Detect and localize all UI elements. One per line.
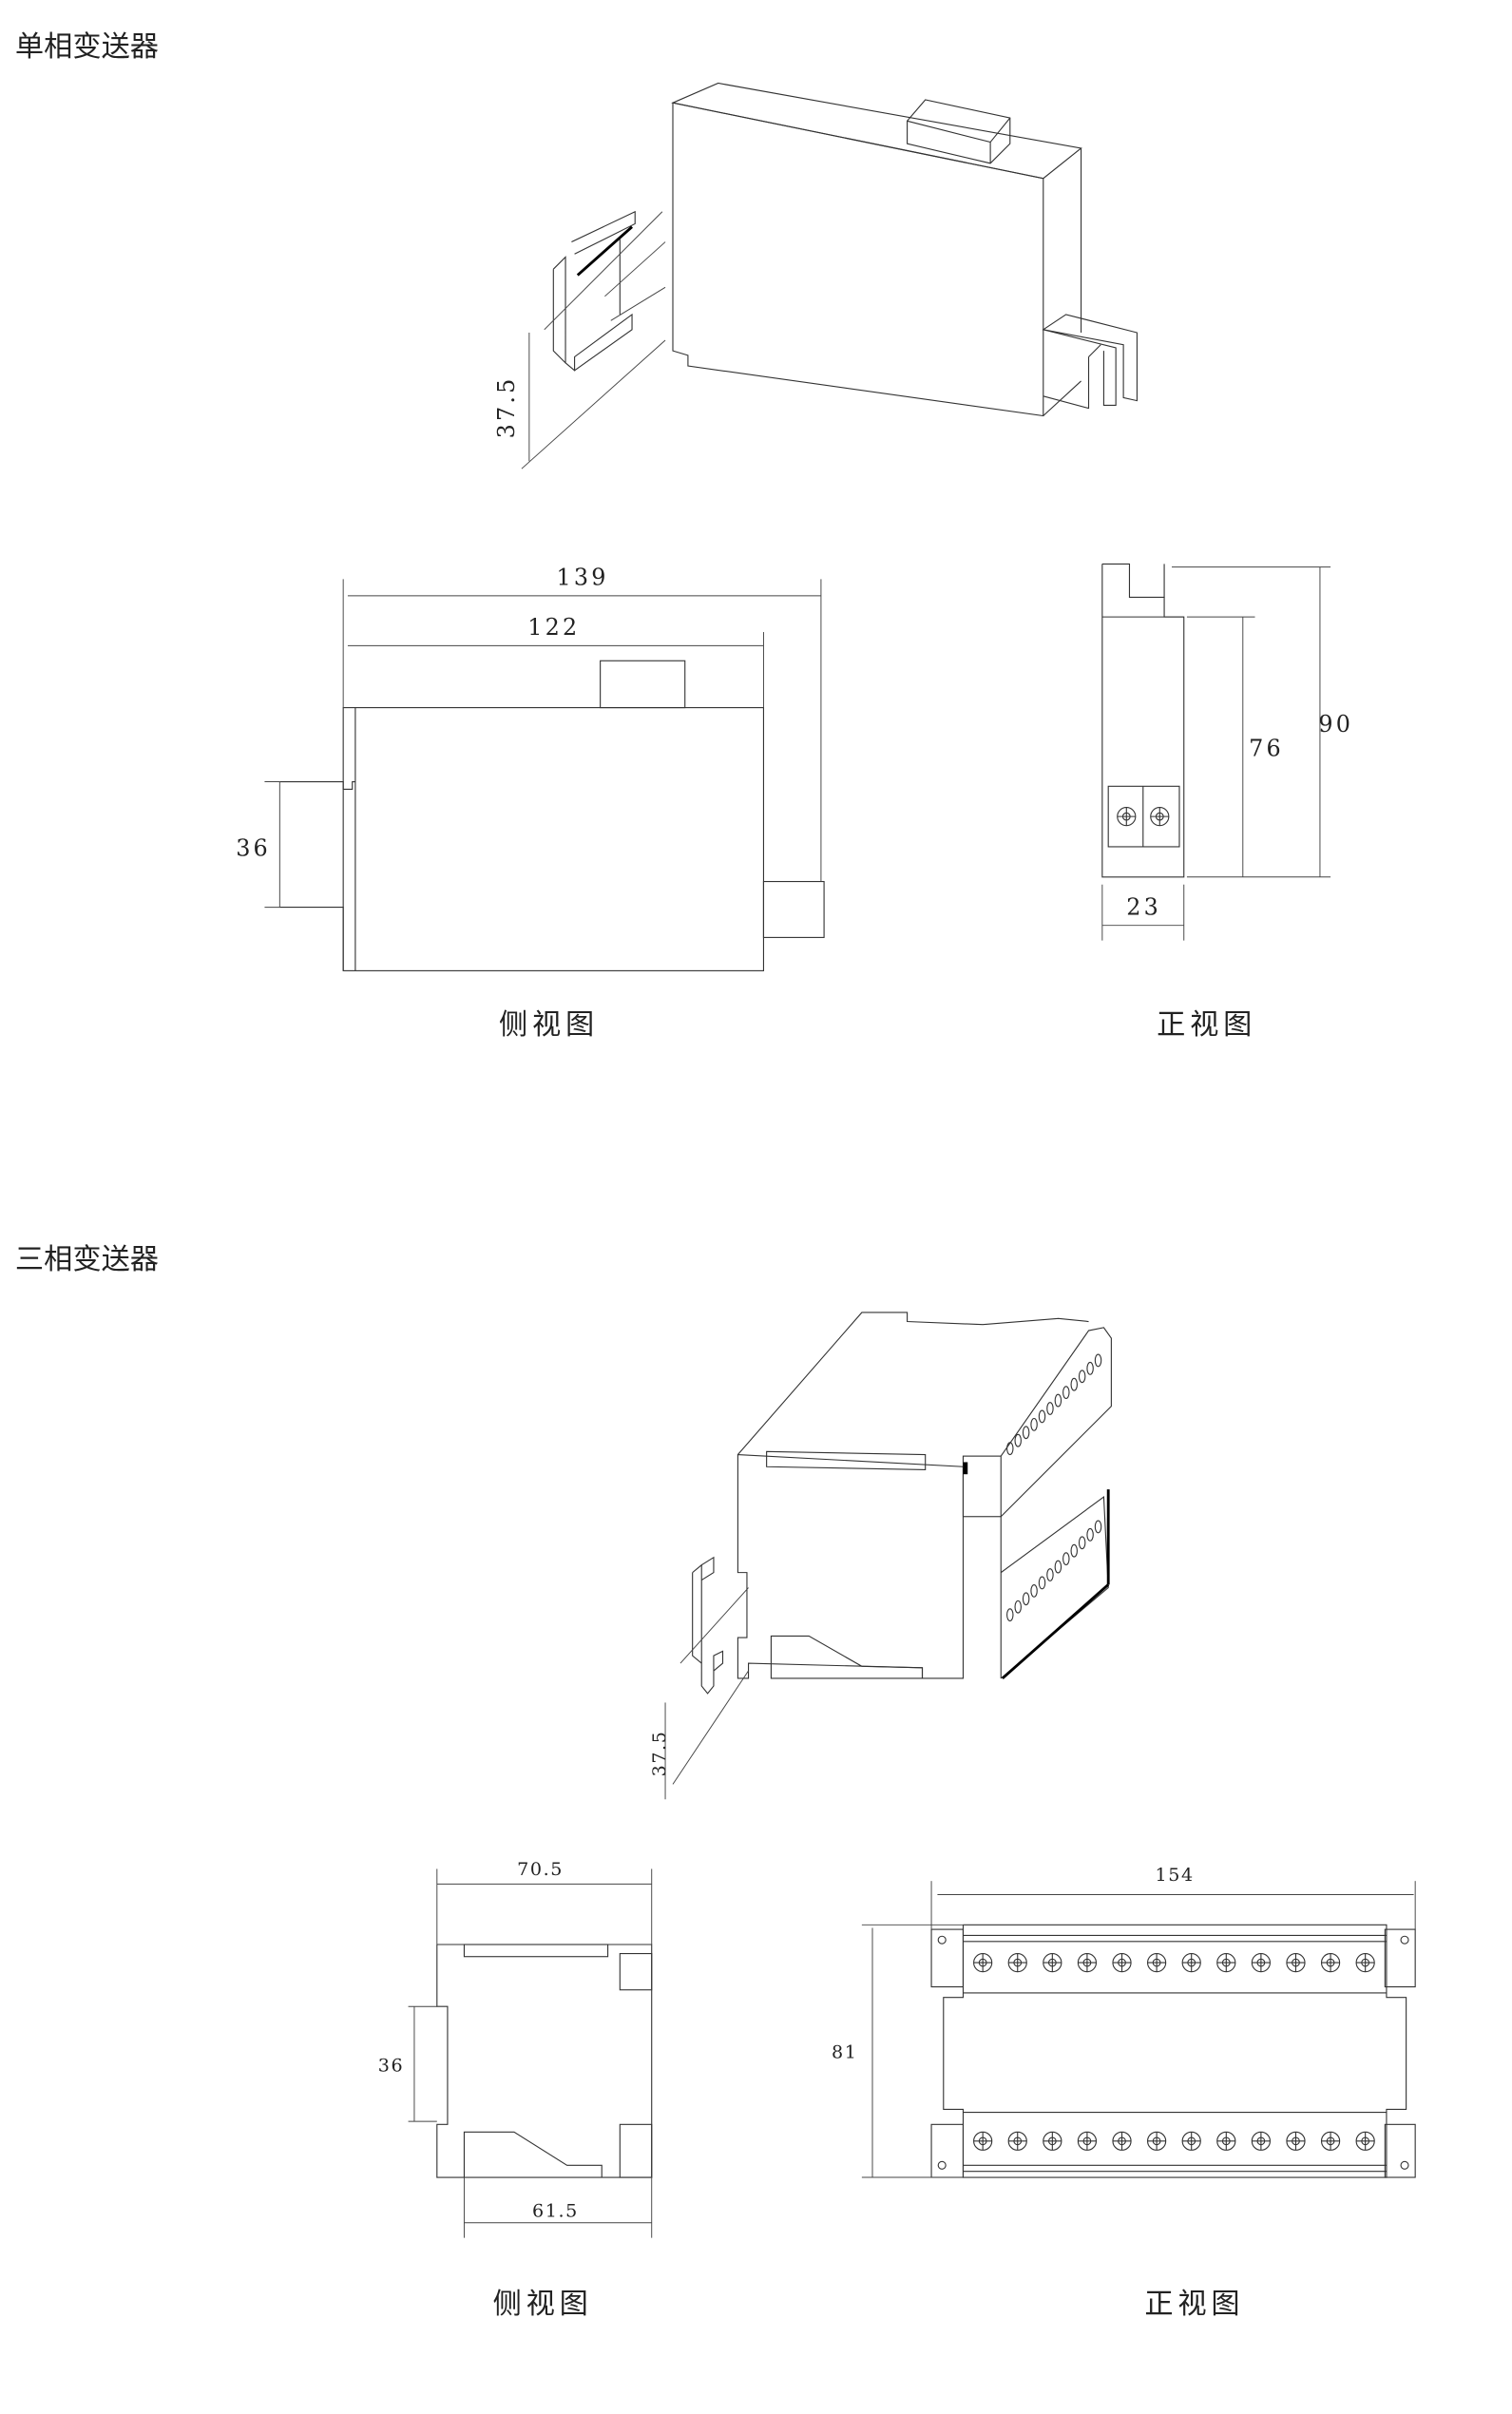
front-view-dim-23: 23	[1126, 894, 1161, 921]
terminal-screw-icon	[1355, 2131, 1375, 2151]
terminal-screw-icon	[1355, 1952, 1375, 1973]
terminal-hole-icon	[1078, 1536, 1086, 1550]
terminal-hole-icon	[1030, 1583, 1038, 1598]
three-phase-iso-dimension: 37.5	[648, 1731, 670, 1777]
front-view-dim-81: 81	[832, 2040, 857, 2062]
single-phase-side-view	[264, 579, 825, 971]
terminal-hole-icon	[1086, 1527, 1094, 1542]
terminal-hole-icon	[1078, 1370, 1086, 1384]
terminal-hole-icon	[1046, 1402, 1054, 1415]
terminal-screw-icon	[1112, 2131, 1132, 2151]
terminal-screw-icon	[1147, 2131, 1167, 2151]
terminal-screw-icon	[1216, 1952, 1236, 1973]
terminal-hole-icon	[1070, 1377, 1078, 1391]
terminal-screw-icon	[1216, 2131, 1236, 2151]
terminal-screw-icon	[1181, 2131, 1201, 2151]
three-phase-isometric-view	[664, 1312, 1112, 1800]
terminal-screw-icon	[1320, 1952, 1341, 1973]
terminal-hole-icon	[1006, 1608, 1014, 1622]
side-view-dim-36: 36	[236, 834, 271, 861]
terminal-screw-icon	[973, 1952, 993, 1973]
terminal-screw-icon	[1251, 2131, 1271, 2151]
terminal-screw-icon	[1181, 1952, 1201, 1973]
single-phase-front-view-label: 正视图	[1157, 1008, 1256, 1042]
single-phase-side-view-label: 侧视图	[499, 1008, 599, 1042]
terminal-screw-icon	[1117, 807, 1137, 827]
three-phase-front-view	[861, 1881, 1416, 2178]
terminal-screw-icon	[1112, 1952, 1132, 1973]
single-phase-isometric-view	[521, 82, 1138, 469]
terminal-hole-icon	[1062, 1386, 1070, 1400]
three-phase-side-view-label: 侧视图	[493, 2288, 593, 2321]
terminal-screw-icon	[1007, 1952, 1027, 1973]
side-view-dim-70-5: 70.5	[517, 1858, 564, 1880]
side-view-dim-139: 139	[556, 565, 608, 591]
single-phase-title: 单相变送器	[15, 30, 159, 64]
terminal-screw-icon	[1077, 1952, 1098, 1973]
terminal-screw-icon	[1251, 1952, 1271, 1973]
front-view-dim-90: 90	[1318, 711, 1353, 738]
terminal-hole-icon	[1070, 1543, 1078, 1558]
three-phase-front-view-label: 正视图	[1144, 2288, 1244, 2321]
terminal-screw-icon	[1007, 2131, 1027, 2151]
terminal-screw-icon	[1043, 2131, 1062, 2151]
terminal-hole-icon	[1030, 1417, 1038, 1431]
front-view-dim-154: 154	[1156, 1864, 1195, 1886]
terminal-hole-icon	[1062, 1552, 1070, 1566]
terminal-hole-icon	[1046, 1568, 1054, 1581]
terminal-hole-icon	[1086, 1361, 1094, 1375]
terminal-hole-icon	[1054, 1393, 1062, 1408]
terminal-hole-icon	[1022, 1426, 1030, 1440]
side-view-dim-61-5: 61.5	[532, 2199, 579, 2221]
terminal-hole-icon	[1038, 1576, 1046, 1590]
terminal-screw-icon	[1043, 1952, 1062, 1973]
terminal-hole-icon	[1038, 1409, 1046, 1424]
three-phase-side-view	[408, 1868, 653, 2238]
side-view-dim-36: 36	[378, 2055, 404, 2077]
terminal-hole-icon	[1014, 1600, 1022, 1614]
terminal-screw-icon	[973, 2131, 993, 2151]
three-phase-title: 三相变送器	[15, 1243, 159, 1276]
terminal-hole-icon	[1054, 1560, 1062, 1574]
terminal-screw-icon	[1147, 1952, 1167, 1973]
terminal-hole-icon	[1094, 1353, 1102, 1368]
single-phase-iso-dimension: 37.5	[493, 376, 520, 439]
front-view-dim-76: 76	[1249, 735, 1284, 761]
terminal-hole-icon	[1014, 1433, 1022, 1447]
terminal-hole-icon	[1094, 1520, 1102, 1534]
terminal-screw-icon	[1077, 2131, 1098, 2151]
terminal-hole-icon	[1006, 1442, 1014, 1456]
terminal-screw-icon	[1320, 2131, 1341, 2151]
side-view-dim-122: 122	[527, 614, 580, 641]
terminal-screw-icon	[1286, 2131, 1306, 2151]
terminal-screw-icon	[1286, 1952, 1306, 1973]
single-phase-front-view	[1101, 563, 1331, 941]
terminal-hole-icon	[1022, 1592, 1030, 1606]
terminal-screw-icon	[1150, 807, 1170, 827]
